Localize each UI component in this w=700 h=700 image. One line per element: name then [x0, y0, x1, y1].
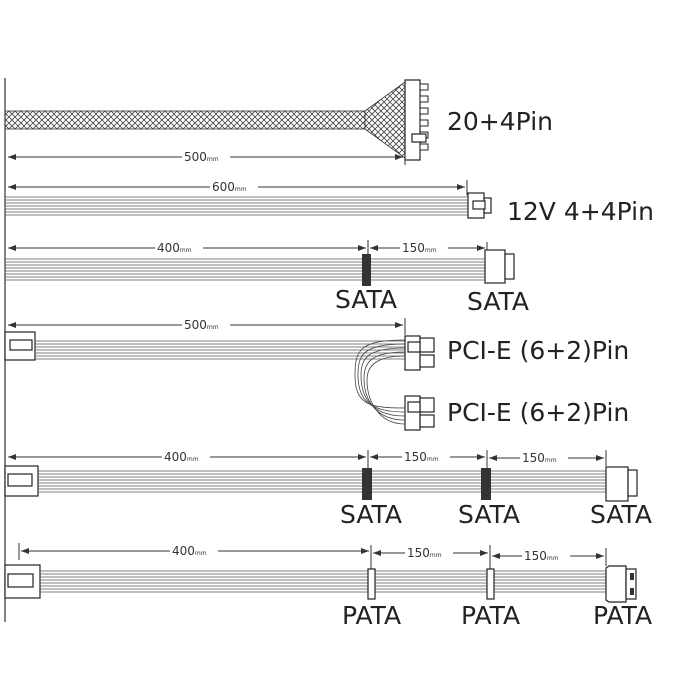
- sata-inline-connector: [362, 254, 371, 286]
- dim-sata3-first: 400mm: [164, 450, 199, 464]
- pata-inline-connector: [367, 568, 376, 600]
- cable-pata: 400mm 150mm 150mm PATA PATA PATA: [4, 543, 652, 630]
- label-sata: SATA: [590, 500, 652, 529]
- dim-sata2-first: 400mm: [157, 241, 192, 255]
- dim-sata2-second: 150mm: [402, 241, 437, 255]
- sata-inline-connector: [362, 468, 372, 500]
- label-sata: SATA: [458, 500, 520, 529]
- label-pcie: PCI-E (6+2)Pin: [447, 336, 629, 365]
- dim-sata3-second: 150mm: [404, 450, 439, 464]
- pcie-connector-1: [404, 335, 421, 371]
- label-pata: PATA: [342, 601, 401, 630]
- label-pata: PATA: [593, 601, 652, 630]
- pata-end-connector: [605, 565, 627, 603]
- pata-inline-connector: [486, 568, 495, 600]
- label-sata: SATA: [467, 287, 529, 316]
- label-sata: SATA: [335, 285, 397, 314]
- cable-12v-4plus4: 600mm 12V 4+4Pin: [5, 180, 654, 226]
- cable-sata-3: 400mm 150mm 150mm SATA SATA SATA: [4, 450, 652, 529]
- dim-pcie-length: 500mm: [184, 318, 219, 332]
- dim-pata-first: 400mm: [172, 544, 207, 558]
- dim-sata3-third: 150mm: [522, 451, 557, 465]
- dim-12v-length: 600mm: [212, 180, 247, 194]
- label-pcie: PCI-E (6+2)Pin: [447, 398, 629, 427]
- cable-pcie: 500mm PCI-E (6+2)Pin PCI-E (6+2)Pin: [4, 318, 629, 431]
- cable-sata-2: 400mm 150mm SATA SATA: [5, 240, 529, 316]
- sata-end-connector: [605, 466, 629, 502]
- label-sata: SATA: [340, 500, 402, 529]
- sata-end-connector: [484, 249, 506, 284]
- label-pata: PATA: [461, 601, 520, 630]
- dim-pata-second: 150mm: [407, 546, 442, 560]
- pcie-connector-2: [404, 395, 421, 431]
- dim-24pin-length: 500mm: [184, 150, 219, 164]
- label-24pin: 20+4Pin: [447, 107, 553, 136]
- dim-pata-third: 150mm: [524, 549, 559, 563]
- label-12v: 12V 4+4Pin: [507, 197, 654, 226]
- 24pin-connector: [404, 79, 421, 161]
- cable-24pin: 20+4Pin 500mm: [4, 79, 553, 165]
- sata-inline-connector: [481, 468, 491, 500]
